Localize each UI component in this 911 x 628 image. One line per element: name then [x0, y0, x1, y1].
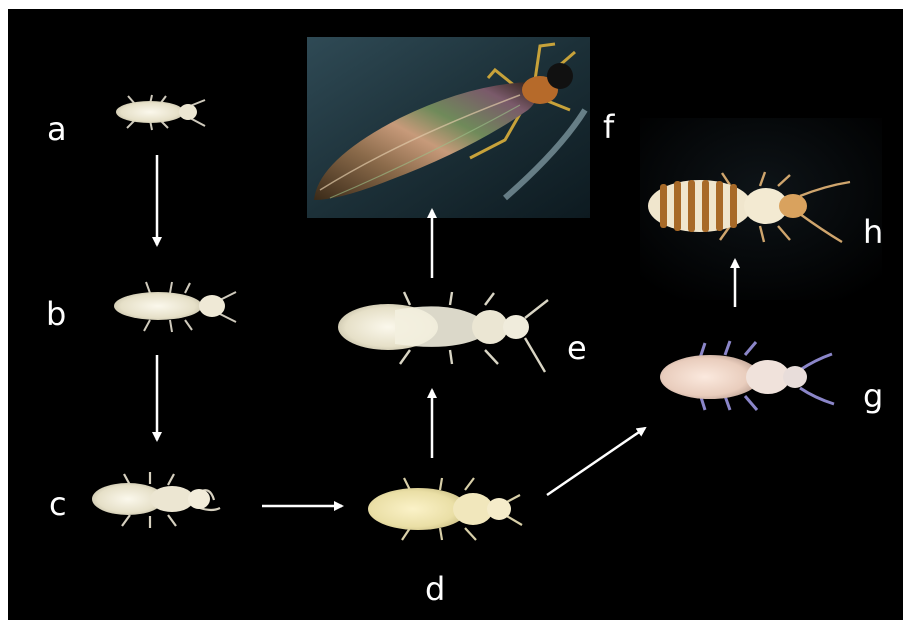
specimen-e — [338, 292, 548, 372]
label-e: e — [567, 329, 587, 367]
specimen-d — [368, 478, 522, 540]
label-c: c — [49, 485, 67, 523]
label-d: d — [425, 570, 445, 608]
label-h: h — [863, 213, 883, 251]
arrow-d-to-g — [547, 428, 645, 495]
specimen-c — [92, 472, 220, 528]
specimen-b — [114, 282, 236, 332]
specimen-a — [116, 95, 205, 130]
label-g: g — [863, 377, 883, 415]
specimen-g — [660, 341, 834, 410]
label-a: a — [47, 110, 67, 148]
label-f: f — [603, 108, 615, 146]
label-b: b — [46, 295, 66, 333]
